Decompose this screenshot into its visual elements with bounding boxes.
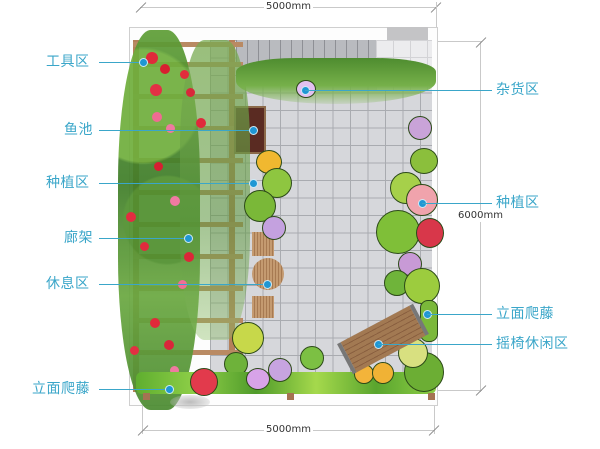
label-climbing-vines-left: 立面爬藤 [32,381,90,397]
leader-pergola [99,238,188,239]
right-dimension-tick-top [475,37,487,48]
shrub [244,190,276,222]
label-tool-area: 工具区 [46,54,90,70]
label-rocking-chair-area: 摇椅休闲区 [496,336,569,352]
right-dimension-extension-bottom [436,390,482,391]
label-climbing-vines-right: 立面爬藤 [496,306,554,322]
rose-flower [160,64,170,74]
label-pergola: 廊架 [64,230,93,246]
rose-flower [186,88,195,97]
leader-tool-area [99,62,143,63]
label-rest-area: 休息区 [46,276,90,292]
shrub [372,362,394,384]
rose-flower [170,196,180,206]
marker-planting-area-left [249,179,258,188]
marker-pergola [184,234,193,243]
shrub [246,368,270,390]
right-dimension-label: 6000mm [456,210,505,222]
rose-flower [164,340,174,350]
boundary-post [143,393,150,400]
rose-flower [196,118,206,128]
pergola-rafter [133,42,243,47]
shrub [268,358,292,382]
shrub [300,346,324,370]
right-dimension-extension-top [436,41,482,42]
leader-rocking-chair-area [378,344,492,345]
leader-planting-area-right [422,203,492,204]
leader-planting-area-left [99,183,253,184]
top-dimension-label: 5000mm [264,1,313,13]
bottom-dimension-label: 5000mm [264,424,313,436]
rose-flower [184,252,194,262]
rose-flower [180,70,189,79]
label-planting-area-right: 种植区 [496,195,540,211]
marker-tool-area [139,58,148,67]
rose-flower [150,84,162,96]
boundary-post [428,393,435,400]
rose-flower [170,366,179,375]
vine-shadow [170,395,210,409]
rose-flower [154,162,163,171]
leader-fish-pond [99,130,253,131]
bottom-dimension-extension-left [142,398,143,434]
marker-climbing-vines-left [165,385,174,394]
label-fish-pond: 鱼池 [64,122,93,138]
rest-deck-bottom [252,296,274,318]
shrub [404,268,440,304]
top-dimension-extension-right [436,2,437,28]
rose-flower [126,212,136,222]
shrub [262,216,286,240]
shrub [410,148,438,174]
rose-flower [130,346,139,355]
rose-flower [166,124,175,133]
rose-flower [150,318,160,328]
leader-sundries-area [305,90,492,91]
rose-flower [152,112,162,122]
leader-climbing-vines-right [427,314,492,315]
flowering-shrub [190,368,218,396]
marker-fish-pond [249,126,258,135]
utility-block [387,27,428,41]
rose-flower [140,242,149,251]
boundary-post [287,393,294,400]
rose-flower [146,52,158,64]
shrub [376,210,420,254]
label-planting-area-left: 种植区 [46,175,90,191]
leader-climbing-vines-left [99,389,169,390]
flowering-shrub [416,218,444,248]
shrub [408,116,432,140]
leader-rest-area [99,284,267,285]
bottom-dimension-extension-right [434,398,435,434]
label-sundries-area: 杂货区 [496,82,540,98]
marker-rest-area [263,280,272,289]
shrub [232,322,264,354]
hanging-foliage [236,58,436,104]
